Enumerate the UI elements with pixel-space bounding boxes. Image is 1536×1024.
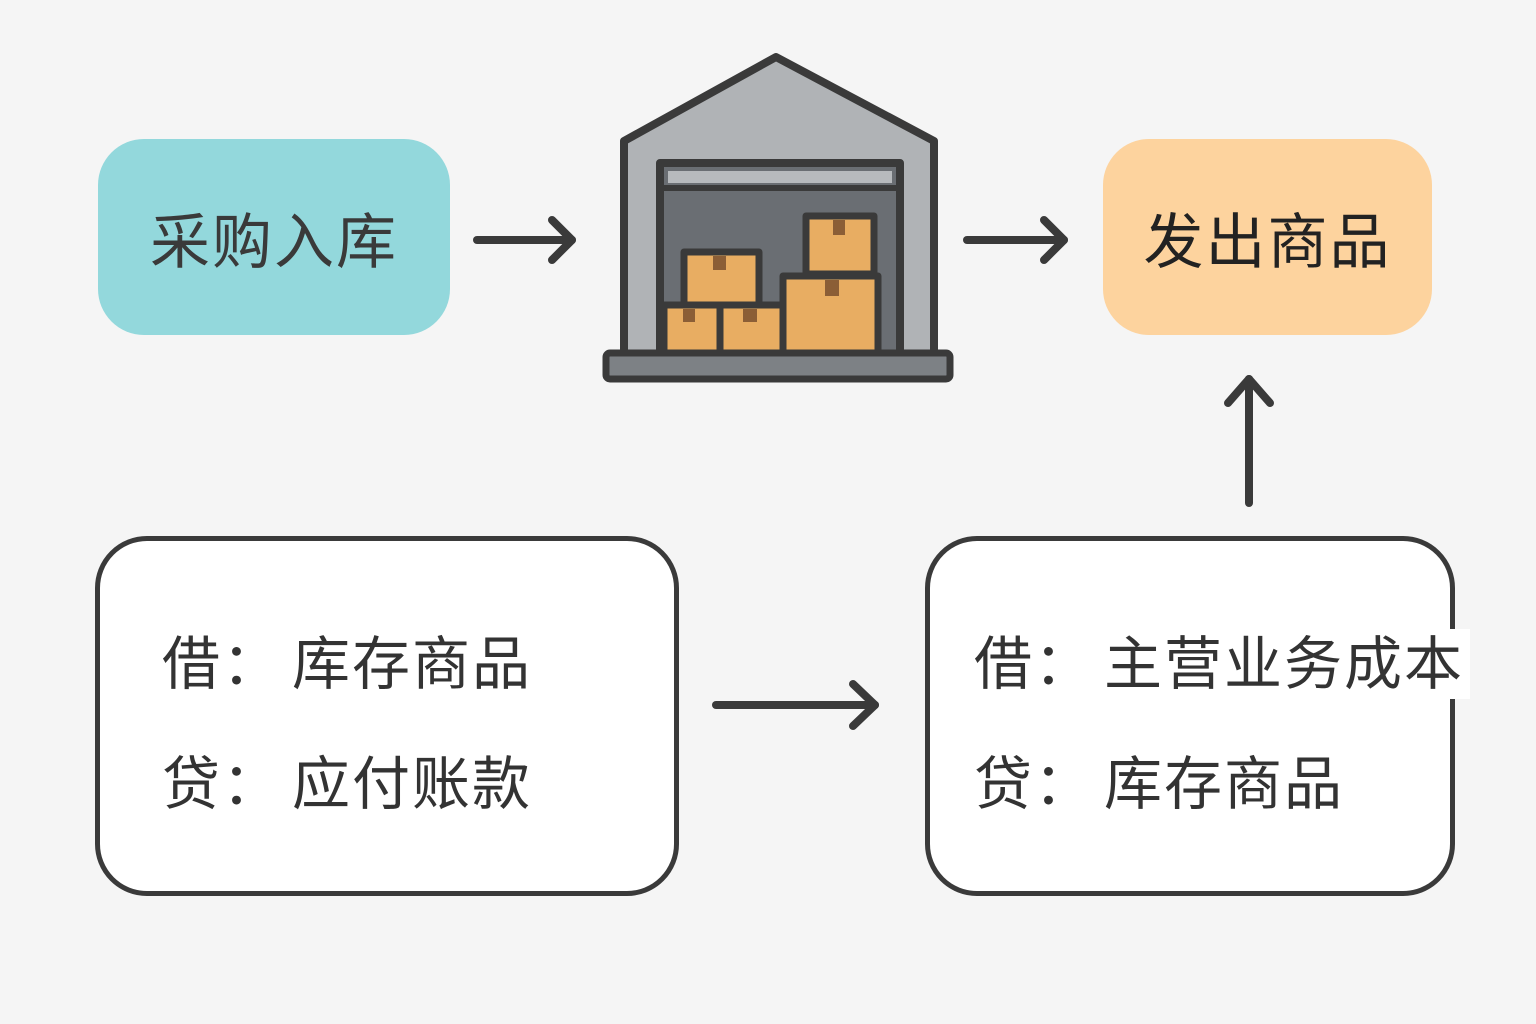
purchase-inbound-node: 采购入库 [98,139,450,335]
debit-label: 借： [162,630,283,698]
credit-label: 贷： [162,750,283,818]
debit-account: 库存商品 [292,630,533,698]
purchase-inbound-label: 采购入库 [150,207,398,278]
ship-goods-node: 发出商品 [1103,139,1432,335]
arrow-journal-to-journal [712,680,879,730]
credit-account: 库存商品 [1104,750,1345,818]
boxes-icon [660,212,882,359]
credit-line: 贷：应付账款 [162,749,533,819]
journal-entry-sale: 借：主营业务成本 贷：库存商品 [925,536,1471,896]
arrow-warehouse-to-ship [963,216,1068,264]
debit-line: 借：主营业务成本 [974,629,1471,699]
debit-line: 借：库存商品 [162,629,533,699]
ship-goods-label: 发出商品 [1143,207,1392,278]
warehouse-icon [602,53,954,383]
debit-account: 主营业务成本 [1104,630,1465,698]
arrow-up-to-ship [1224,375,1274,507]
credit-line: 贷：库存商品 [974,749,1345,819]
credit-account: 应付账款 [292,750,533,818]
credit-label: 贷： [974,750,1095,818]
debit-label: 借： [974,630,1095,698]
journal-entry-purchase: 借：库存商品 贷：应付账款 [95,536,679,896]
arrow-purchase-to-warehouse [473,216,576,264]
